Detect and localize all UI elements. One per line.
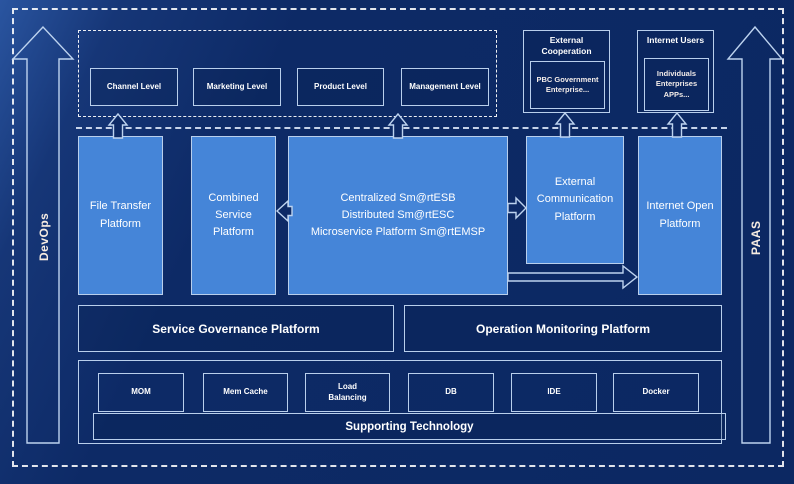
central-line-1: Centralized Sm@rtESB xyxy=(340,191,456,204)
tech-box-load-balancing: Load Balancing xyxy=(305,373,390,412)
tech-label: Mem Cache xyxy=(223,387,268,397)
operation-monitoring-label: Operation Monitoring Platform xyxy=(476,321,650,336)
supporting-technology-bar: Supporting Technology xyxy=(93,413,726,440)
supporting-section-box xyxy=(78,360,722,444)
internet-users-title: Internet Users xyxy=(646,35,705,45)
external-cooperation-title: External Cooperation xyxy=(541,35,592,57)
paas-rail-label: PAAS xyxy=(744,190,768,285)
devops-label: DevOps xyxy=(37,212,51,262)
level-box-marketing: Marketing Level xyxy=(193,68,281,106)
tech-label: Load Balancing xyxy=(328,381,367,402)
tech-box-mem-cache: Mem Cache xyxy=(203,373,288,412)
platform-central-esb: Centralized Sm@rtESB Distributed Sm@rtES… xyxy=(288,136,508,295)
service-governance-label: Service Governance Platform xyxy=(152,321,320,336)
level-label: Marketing Level xyxy=(206,81,268,91)
platform-label: External Communication Platform xyxy=(536,176,614,223)
internet-users-box: Internet Users Individuals Enterprises A… xyxy=(637,30,714,113)
level-box-management: Management Level xyxy=(401,68,489,106)
level-label: Channel Level xyxy=(106,81,162,91)
dashed-separator-line xyxy=(76,127,727,129)
paas-label: PAAS xyxy=(749,220,763,255)
tech-label: IDE xyxy=(547,387,561,397)
tech-box-docker: Docker xyxy=(613,373,699,412)
level-label: Product Level xyxy=(314,81,367,91)
tech-label: MOM xyxy=(131,387,151,397)
level-box-channel: Channel Level xyxy=(90,68,178,106)
external-cooperation-body: PBC Government Enterprise... xyxy=(536,74,599,94)
external-cooperation-subbox: PBC Government Enterprise... xyxy=(530,61,605,109)
tech-box-db: DB xyxy=(408,373,494,412)
service-governance-platform-box: Service Governance Platform xyxy=(78,305,394,352)
tech-label: Docker xyxy=(642,387,670,397)
central-line-3: Microservice Platform Sm@rtEMSP xyxy=(310,226,486,239)
level-label: Management Level xyxy=(409,81,481,91)
platform-label: Combined Service Platform xyxy=(208,191,259,239)
devops-rail-label: DevOps xyxy=(32,183,56,291)
central-line-2: Distributed Sm@rtESC xyxy=(341,208,455,221)
platform-internet-open: Internet Open Platform xyxy=(638,136,722,295)
internet-users-subbox: Individuals Enterprises APPs... xyxy=(644,58,709,111)
level-box-product: Product Level xyxy=(297,68,384,106)
tech-box-ide: IDE xyxy=(511,373,597,412)
internet-users-body: Individuals Enterprises APPs... xyxy=(655,69,698,99)
platform-label: Internet Open Platform xyxy=(646,200,714,230)
levels-group-box xyxy=(78,30,497,117)
external-cooperation-box: External Cooperation PBC Government Ente… xyxy=(523,30,610,113)
tech-box-mom: MOM xyxy=(98,373,184,412)
tech-label: DB xyxy=(445,387,457,397)
platform-label: File Transfer Platform xyxy=(89,200,152,230)
supporting-technology-label: Supporting Technology xyxy=(345,420,474,433)
platform-file-transfer: File Transfer Platform xyxy=(78,136,163,295)
operation-monitoring-platform-box: Operation Monitoring Platform xyxy=(404,305,722,352)
platform-combined-service: Combined Service Platform xyxy=(191,136,276,295)
platform-external-communication: External Communication Platform xyxy=(526,136,624,264)
